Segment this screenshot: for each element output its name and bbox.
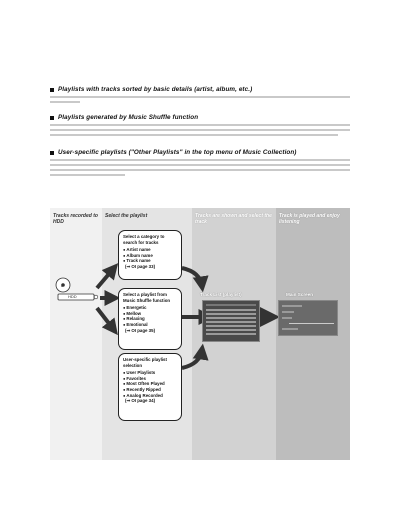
list-item: Energetic <box>123 305 177 311</box>
list-item: Mellow <box>123 311 177 317</box>
list-item: Artist name <box>123 247 177 253</box>
bullet-square-icon <box>50 150 54 155</box>
list-item: Most Often Played <box>123 381 177 387</box>
faint-body-text <box>50 124 350 136</box>
section-music-shuffle-playlists: Playlists generated by Music Shuffle fun… <box>50 114 350 139</box>
list-item: Emotional <box>123 322 177 328</box>
svg-text:♪: ♪ <box>61 283 64 288</box>
faint-body-text <box>50 159 350 176</box>
category-search-box: Select a category to search for tracks A… <box>118 230 182 280</box>
bullet-square-icon <box>50 87 54 92</box>
list-item: Album name <box>123 253 177 259</box>
section-user-playlists: User-specific playlists ("Other Playlist… <box>50 149 350 179</box>
page-reference: (⇒ OI page 35) <box>125 327 156 333</box>
list-item: Track name <box>123 258 177 264</box>
section-heading: Playlists generated by Music Shuffle fun… <box>58 114 199 121</box>
playlist-flow-diagram: Tracks recorded to HDD Select the playli… <box>50 208 350 460</box>
bullet-square-icon <box>50 115 54 120</box>
column-title: Tracks recorded to HDD <box>53 213 98 225</box>
user-playlist-box: User-specific playlist selection User Pl… <box>118 353 182 421</box>
track-list-label: Track List (playlist) <box>200 292 242 297</box>
page-reference: (⇒ OI page 34) <box>125 398 156 404</box>
list-item: Favorites <box>123 376 177 382</box>
arrow-category-to-tracklist <box>181 266 209 293</box>
column-title: Tracks are shown and select the track <box>195 213 272 225</box>
column-tracks-recorded: Tracks recorded to HDD <box>50 208 102 460</box>
section-sorted-playlists: Playlists with tracks sorted by basic de… <box>50 86 350 106</box>
list-item: Analog Recorded <box>123 393 177 399</box>
section-heading: Playlists with tracks sorted by basic de… <box>58 86 253 93</box>
faint-body-text <box>50 96 350 103</box>
column-title: Track is played and enjoy listening <box>279 213 340 225</box>
hdd-device-illustration: ♪ HDD <box>54 276 100 302</box>
arrow-to-category-box <box>95 263 119 290</box>
box-title: Select a playlist from Music Shuffle fun… <box>123 292 171 303</box>
music-shuffle-box: Select a playlist from Music Shuffle fun… <box>118 288 182 350</box>
hdd-label: HDD <box>68 294 77 299</box>
section-heading: User-specific playlists ("Other Playlist… <box>58 149 297 156</box>
disc-icon: ♪ <box>55 277 99 301</box>
list-item: User Playlists <box>123 370 177 376</box>
box-title: User-specific playlist selection <box>123 357 167 368</box>
track-list-screen <box>202 300 260 342</box>
box-title: Select a category to search for tracks <box>123 234 165 245</box>
main-screen-display <box>278 300 338 336</box>
arrow-to-user-box <box>95 306 118 336</box>
list-item: Recently Ripped <box>123 387 177 393</box>
main-screen-label: Main Screen <box>286 292 314 297</box>
page-reference: (⇒ OI page 33) <box>125 263 156 269</box>
arrow-user-to-tracklist <box>181 343 209 370</box>
list-item: Relaxing <box>123 316 177 322</box>
column-title: Select the playlist <box>105 213 148 219</box>
